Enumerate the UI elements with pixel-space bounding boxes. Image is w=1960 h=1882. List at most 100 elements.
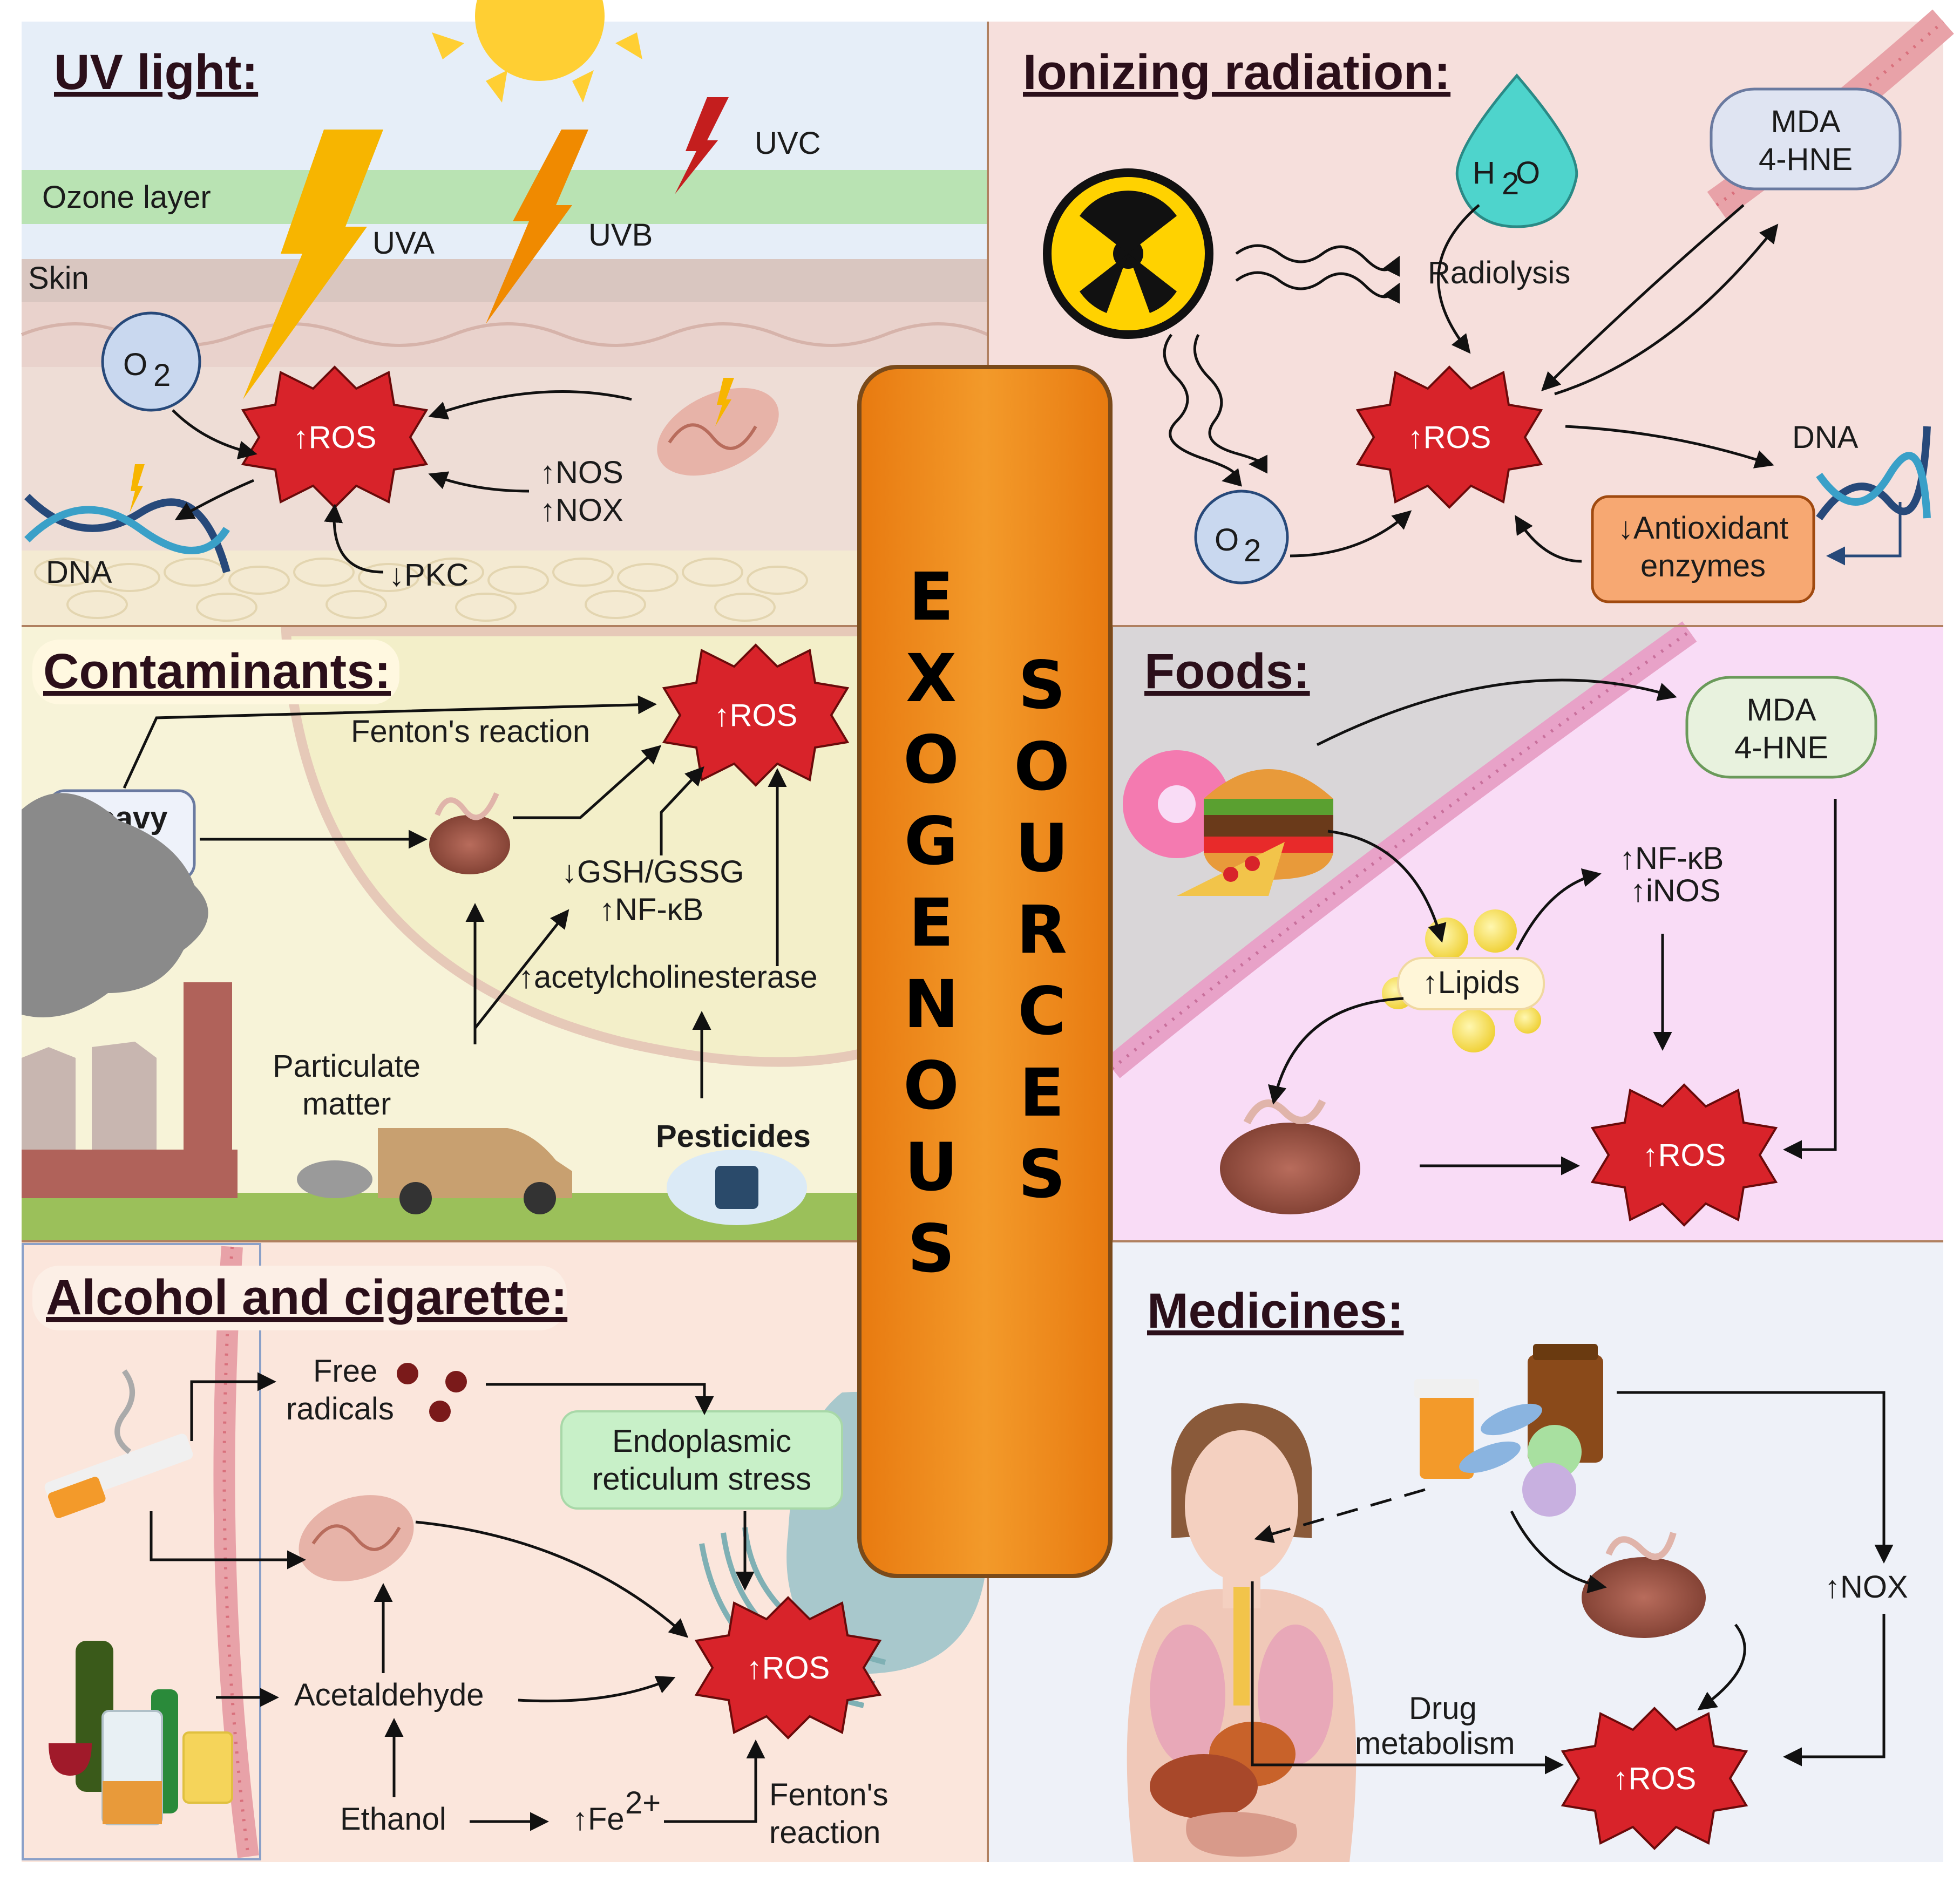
pesticides-label: Pesticides — [656, 1119, 811, 1154]
ache-label: ↑acetylcholinesterase — [518, 960, 818, 995]
cont-ros-burst: ↑ROS — [662, 643, 850, 787]
medicines-arrows — [1251, 1391, 1894, 1775]
svg-text:MDA: MDA — [1771, 104, 1841, 139]
pill-bottles-icon — [1414, 1344, 1603, 1517]
svg-text:↑Lipids: ↑Lipids — [1422, 965, 1520, 1000]
ionizing-title: Ionizing radiation: — [1023, 45, 1450, 100]
svg-text:↑ROS: ↑ROS — [714, 698, 798, 733]
alcohol-ros-burst: ↑ROS — [694, 1596, 882, 1740]
exogenous-sources-banner — [857, 365, 1113, 1578]
ionizing-arrows — [1163, 204, 1779, 563]
svg-text:↑ROS: ↑ROS — [293, 420, 377, 455]
skin-fat — [22, 551, 988, 626]
uv-title: UV light: — [54, 45, 258, 100]
svg-text:4-HNE: 4-HNE — [1734, 730, 1828, 765]
svg-text:O: O — [123, 347, 147, 382]
pkc-label: ↓PKC — [389, 558, 469, 593]
fenton-label: Fenton's reaction — [351, 714, 590, 749]
burger-icon — [1204, 769, 1333, 880]
cont-mitochondrion-icon — [429, 792, 510, 874]
svg-text:H: H — [1473, 155, 1495, 191]
radiation-icon — [1043, 168, 1213, 339]
uv-arrows — [172, 390, 632, 574]
ethanol-label: Ethanol — [340, 1802, 446, 1837]
alcohol-fenton-label-1: Fenton's — [769, 1777, 889, 1812]
ion-mda-box: MDA 4-HNE — [1710, 87, 1902, 191]
foods-inos-label: ↑iNOS — [1630, 873, 1721, 908]
uv-ros-burst: ↑ROS — [241, 365, 429, 509]
svg-text:↓Antioxidant: ↓Antioxidant — [1618, 511, 1788, 546]
tractor-icon — [667, 1150, 807, 1225]
lipids-cluster: ↑Lipids — [1382, 909, 1545, 1052]
alcohol-title-bg — [32, 1266, 567, 1330]
free-radicals-label-2: radicals — [286, 1391, 394, 1426]
med-nox-label: ↑NOX — [1825, 1570, 1908, 1605]
uvb-lightning-icon — [486, 130, 588, 324]
svg-text:↑ROS: ↑ROS — [1613, 1761, 1697, 1796]
pizza-icon — [1177, 842, 1285, 896]
pm-label-1: Particulate — [273, 1049, 421, 1084]
alcohol-mitochondrion-icon — [299, 1495, 414, 1581]
radiolysis-label: Radiolysis — [1428, 255, 1570, 290]
medicines-title: Medicines: — [1147, 1283, 1403, 1339]
dna-icon — [24, 464, 230, 573]
bottles-icon — [49, 1641, 233, 1825]
ion-dna-icon — [1816, 426, 1931, 521]
uvb-label: UVB — [588, 218, 653, 253]
ion-ros-burst: ↑ROS — [1355, 365, 1543, 509]
sun-icon — [432, 0, 642, 103]
foods-arrows — [1268, 678, 1837, 1176]
water-drop-icon: H 2 O — [1455, 73, 1578, 228]
free-radicals-dots — [397, 1363, 467, 1422]
svg-text:O: O — [1516, 155, 1540, 191]
factory-icon — [22, 793, 238, 1198]
svg-text:↑ROS: ↑ROS — [1408, 420, 1491, 455]
drug-metabolism-label-2: metabolism — [1355, 1726, 1515, 1761]
contaminants-title-bg — [32, 640, 399, 704]
fat-cells — [34, 558, 808, 622]
fe-superscript: 2+ — [625, 1785, 661, 1820]
med-ros-burst: ↑ROS — [1561, 1707, 1748, 1850]
gsh-label: ↓GSH/GSSG — [561, 854, 744, 889]
skin-label: Skin — [28, 261, 89, 296]
foods-title: Foods: — [1144, 644, 1310, 699]
svg-text:↑ROS: ↑ROS — [1643, 1138, 1726, 1173]
foods-ros-burst: ↑ROS — [1590, 1083, 1778, 1227]
foods-nfkb-label: ↑NF-κB — [1619, 841, 1724, 876]
uv-title-bg — [38, 38, 265, 103]
er-stress-box: Endoplasmic reticulum stress — [560, 1410, 843, 1510]
foods-mda-box: MDA 4-HNE — [1685, 676, 1877, 779]
cont-nfkb-label: ↑NF-κB — [599, 892, 703, 927]
uv-dna-label: DNA — [46, 555, 112, 590]
acetaldehyde-label: Acetaldehyde — [294, 1677, 484, 1713]
svg-text:reticulum stress: reticulum stress — [592, 1462, 811, 1497]
uva-lightning-icon — [243, 130, 383, 399]
free-radicals-label-1: Free — [313, 1354, 377, 1389]
antioxidant-box: ↓Antioxidant enzymes — [1591, 495, 1815, 603]
svg-text:2: 2 — [1244, 533, 1261, 568]
ion-dna-label: DNA — [1792, 420, 1859, 455]
fe-label: ↑Fe — [572, 1802, 625, 1837]
foods-gray-region — [1112, 626, 1684, 1052]
svg-text:Endoplasmic: Endoplasmic — [612, 1424, 791, 1459]
mitochondrion-icon — [657, 378, 779, 476]
uvc-label: UVC — [755, 126, 820, 161]
cigarette-icon — [44, 1369, 193, 1518]
svg-text:↑ROS: ↑ROS — [747, 1650, 830, 1686]
svg-text:MDA: MDA — [1747, 692, 1816, 728]
dna-feedback-arrow — [1826, 502, 1902, 566]
alcohol-fenton-label-2: reaction — [769, 1815, 880, 1850]
alcohol-arrows — [150, 1372, 765, 1831]
ozone-layer — [22, 170, 988, 224]
foods-mitochondrion-icon — [1220, 1099, 1360, 1214]
svg-text:4-HNE: 4-HNE — [1759, 142, 1853, 177]
ozone-label: Ozone layer — [42, 180, 211, 215]
nos-label: ↑NOS — [540, 455, 623, 490]
med-mitochondrion-icon — [1582, 1532, 1706, 1638]
uva-label: UVA — [372, 226, 435, 261]
alcohol-title: Alcohol and cigarette: — [46, 1270, 567, 1325]
drug-metabolism-label-1: Drug — [1409, 1691, 1477, 1726]
